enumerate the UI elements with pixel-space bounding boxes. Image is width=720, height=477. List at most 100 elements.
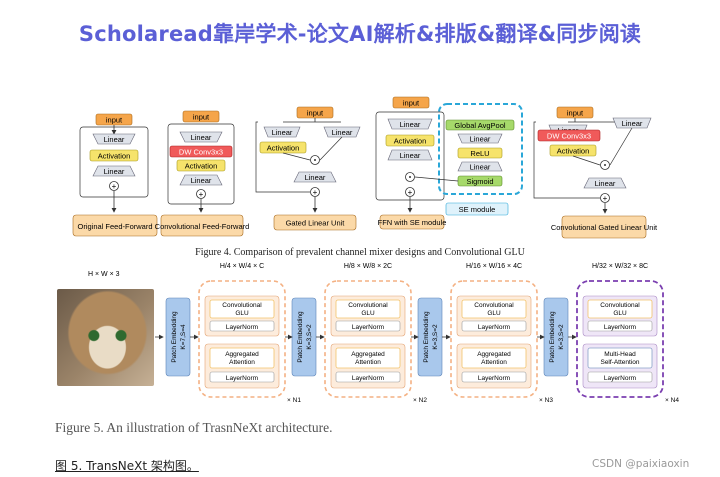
svg-text:Aggregated: Aggregated bbox=[351, 351, 385, 358]
svg-text:LayerNorm: LayerNorm bbox=[604, 375, 636, 382]
svg-text:Convolutional: Convolutional bbox=[222, 302, 262, 309]
svg-text:Activation: Activation bbox=[394, 137, 427, 146]
svg-text:× N3: × N3 bbox=[539, 397, 553, 404]
svg-text:Linear: Linear bbox=[470, 163, 491, 172]
block-ffn-se: input Linear Activation Linear + FFN wit… bbox=[375, 96, 523, 230]
svg-text:SE module: SE module bbox=[459, 205, 496, 214]
block-conv-glu: input Linear Linear DW Conv3x3 Activatio… bbox=[533, 106, 658, 239]
svg-text:K=7,S=4: K=7,S=4 bbox=[180, 324, 187, 350]
svg-text:Activation: Activation bbox=[557, 147, 590, 156]
svg-text:Convolutional: Convolutional bbox=[474, 302, 514, 309]
svg-text:+: + bbox=[313, 188, 318, 197]
stage-2: H/8 × W/8 × 2C Convolutional GLU LayerNo… bbox=[324, 263, 427, 404]
svg-text:Convolutional Feed-Forward: Convolutional Feed-Forward bbox=[155, 222, 250, 231]
svg-text:K=3,S=2: K=3,S=2 bbox=[306, 324, 313, 350]
svg-text:input: input bbox=[307, 109, 324, 118]
svg-text:Linear: Linear bbox=[400, 151, 421, 160]
patch-embedding-3: Patch Embedding K=3,S=2 bbox=[417, 297, 443, 377]
svg-text:× N4: × N4 bbox=[665, 397, 679, 404]
patch-embedding-4: Patch Embedding K=3,S=2 bbox=[543, 297, 569, 377]
svg-text:LayerNorm: LayerNorm bbox=[352, 324, 384, 331]
svg-text:Aggregated: Aggregated bbox=[225, 351, 259, 358]
chinese-caption: 图 5. TransNeXt 架构图。 bbox=[55, 459, 199, 473]
svg-text:Attention: Attention bbox=[355, 359, 381, 366]
svg-text:Linear: Linear bbox=[272, 128, 293, 137]
activation-label: Activation bbox=[98, 152, 131, 161]
patch-embedding-1: Patch Embedding K=7,S=4 bbox=[165, 297, 191, 377]
svg-text:LayerNorm: LayerNorm bbox=[604, 324, 636, 331]
svg-text:Activation: Activation bbox=[267, 144, 300, 153]
svg-text:input: input bbox=[567, 109, 584, 118]
svg-text:× N1: × N1 bbox=[287, 397, 301, 404]
stage-3: H/16 × W/16 × 4C Convolutional GLU Layer… bbox=[450, 263, 553, 404]
svg-text:Linear: Linear bbox=[595, 179, 616, 188]
svg-text:ReLU: ReLU bbox=[470, 149, 489, 158]
svg-text:Attention: Attention bbox=[229, 359, 255, 366]
svg-text:LayerNorm: LayerNorm bbox=[478, 324, 510, 331]
svg-text:H/8 × W/8 × 2C: H/8 × W/8 × 2C bbox=[344, 263, 392, 270]
svg-text:× N2: × N2 bbox=[413, 397, 427, 404]
stage-4: H/32 × W/32 × 8C Convolutional GLU Layer… bbox=[576, 263, 679, 404]
svg-text:DW Conv3x3: DW Conv3x3 bbox=[179, 148, 223, 157]
svg-text:K=3,S=2: K=3,S=2 bbox=[432, 324, 439, 350]
svg-text:K=3,S=2: K=3,S=2 bbox=[558, 324, 565, 350]
banner-title: Scholaread靠岸学术-论文AI解析&排版&翻译&同步阅读 bbox=[78, 22, 642, 46]
svg-text:+: + bbox=[199, 190, 204, 199]
svg-text:LayerNorm: LayerNorm bbox=[226, 324, 258, 331]
figure4-caption: Figure 4. Comparison of prevalent channe… bbox=[195, 247, 525, 258]
svg-text:LayerNorm: LayerNorm bbox=[352, 375, 384, 382]
svg-text:input: input bbox=[193, 113, 210, 122]
svg-text:Linear: Linear bbox=[622, 119, 643, 128]
linear-label: Linear bbox=[104, 135, 125, 144]
svg-text:GLU: GLU bbox=[361, 310, 375, 317]
svg-text:Aggregated: Aggregated bbox=[477, 351, 511, 358]
block-title: Original Feed-Forward bbox=[77, 222, 152, 231]
svg-text:GLU: GLU bbox=[613, 310, 627, 317]
svg-text:Patch Embedding: Patch Embedding bbox=[423, 311, 430, 363]
cat-input-image bbox=[57, 289, 154, 386]
svg-text:Global AvgPool: Global AvgPool bbox=[454, 121, 505, 130]
csdn-watermark: CSDN @paixiaoxin bbox=[592, 458, 690, 470]
figure4-diagram: input Linear Activation Linear + Origina… bbox=[72, 96, 658, 239]
svg-text:Patch Embedding: Patch Embedding bbox=[549, 311, 556, 363]
block-original-ffn: input Linear Activation Linear + Origina… bbox=[72, 113, 158, 237]
svg-text:Attention: Attention bbox=[481, 359, 507, 366]
svg-text:input: input bbox=[403, 99, 420, 108]
svg-text:FFN with SE module: FFN with SE module bbox=[378, 218, 447, 227]
svg-text:Convolutional: Convolutional bbox=[600, 302, 640, 309]
svg-text:DW Conv3x3: DW Conv3x3 bbox=[547, 132, 591, 141]
svg-text:+: + bbox=[408, 188, 413, 197]
svg-text:H/32 × W/32 × 8C: H/32 × W/32 × 8C bbox=[592, 263, 648, 270]
figure5-diagram: H × W × 3 Patch Embedding K=7,S=4 Patch … bbox=[88, 263, 679, 404]
svg-text:Sigmoid: Sigmoid bbox=[466, 177, 493, 186]
svg-text:+: + bbox=[603, 194, 608, 203]
svg-text:LayerNorm: LayerNorm bbox=[478, 375, 510, 382]
svg-text:Linear: Linear bbox=[332, 128, 353, 137]
svg-text:Linear: Linear bbox=[400, 120, 421, 129]
svg-text:GLU: GLU bbox=[487, 310, 501, 317]
stage-1: H/4 × W/4 × C Convolutional GLU LayerNor… bbox=[198, 263, 301, 404]
svg-text:Convolutional: Convolutional bbox=[348, 302, 388, 309]
block-glu: input Linear Linear Activation Linear + … bbox=[255, 106, 361, 231]
svg-text:Patch Embedding: Patch Embedding bbox=[297, 311, 304, 363]
svg-text:Linear: Linear bbox=[305, 173, 326, 182]
svg-text:Linear: Linear bbox=[191, 176, 212, 185]
figure5-caption: Figure 5. An illustration of TrasnNeXt a… bbox=[55, 420, 333, 435]
svg-text:Patch Embedding: Patch Embedding bbox=[171, 311, 178, 363]
svg-text:Linear: Linear bbox=[470, 135, 491, 144]
block-conv-ffn: input Linear DW Conv3x3 Activation Linea… bbox=[155, 110, 250, 237]
patch-embedding-2: Patch Embedding K=3,S=2 bbox=[291, 297, 317, 377]
svg-text:+: + bbox=[112, 182, 117, 191]
input-label: input bbox=[106, 116, 123, 125]
svg-text:Self-Attention: Self-Attention bbox=[600, 359, 639, 366]
svg-text:Convolutional Gated Linear Uni: Convolutional Gated Linear Unit bbox=[551, 223, 658, 232]
svg-text:Linear: Linear bbox=[191, 133, 212, 142]
svg-text:Multi-Head: Multi-Head bbox=[604, 351, 636, 358]
svg-text:Activation: Activation bbox=[185, 162, 218, 171]
svg-text:H/4 × W/4 × C: H/4 × W/4 × C bbox=[220, 263, 264, 270]
linear-label: Linear bbox=[104, 167, 125, 176]
svg-text:H/16 × W/16 × 4C: H/16 × W/16 × 4C bbox=[466, 263, 522, 270]
svg-text:GLU: GLU bbox=[235, 310, 249, 317]
svg-text:LayerNorm: LayerNorm bbox=[226, 375, 258, 382]
input-dim: H × W × 3 bbox=[88, 271, 120, 278]
